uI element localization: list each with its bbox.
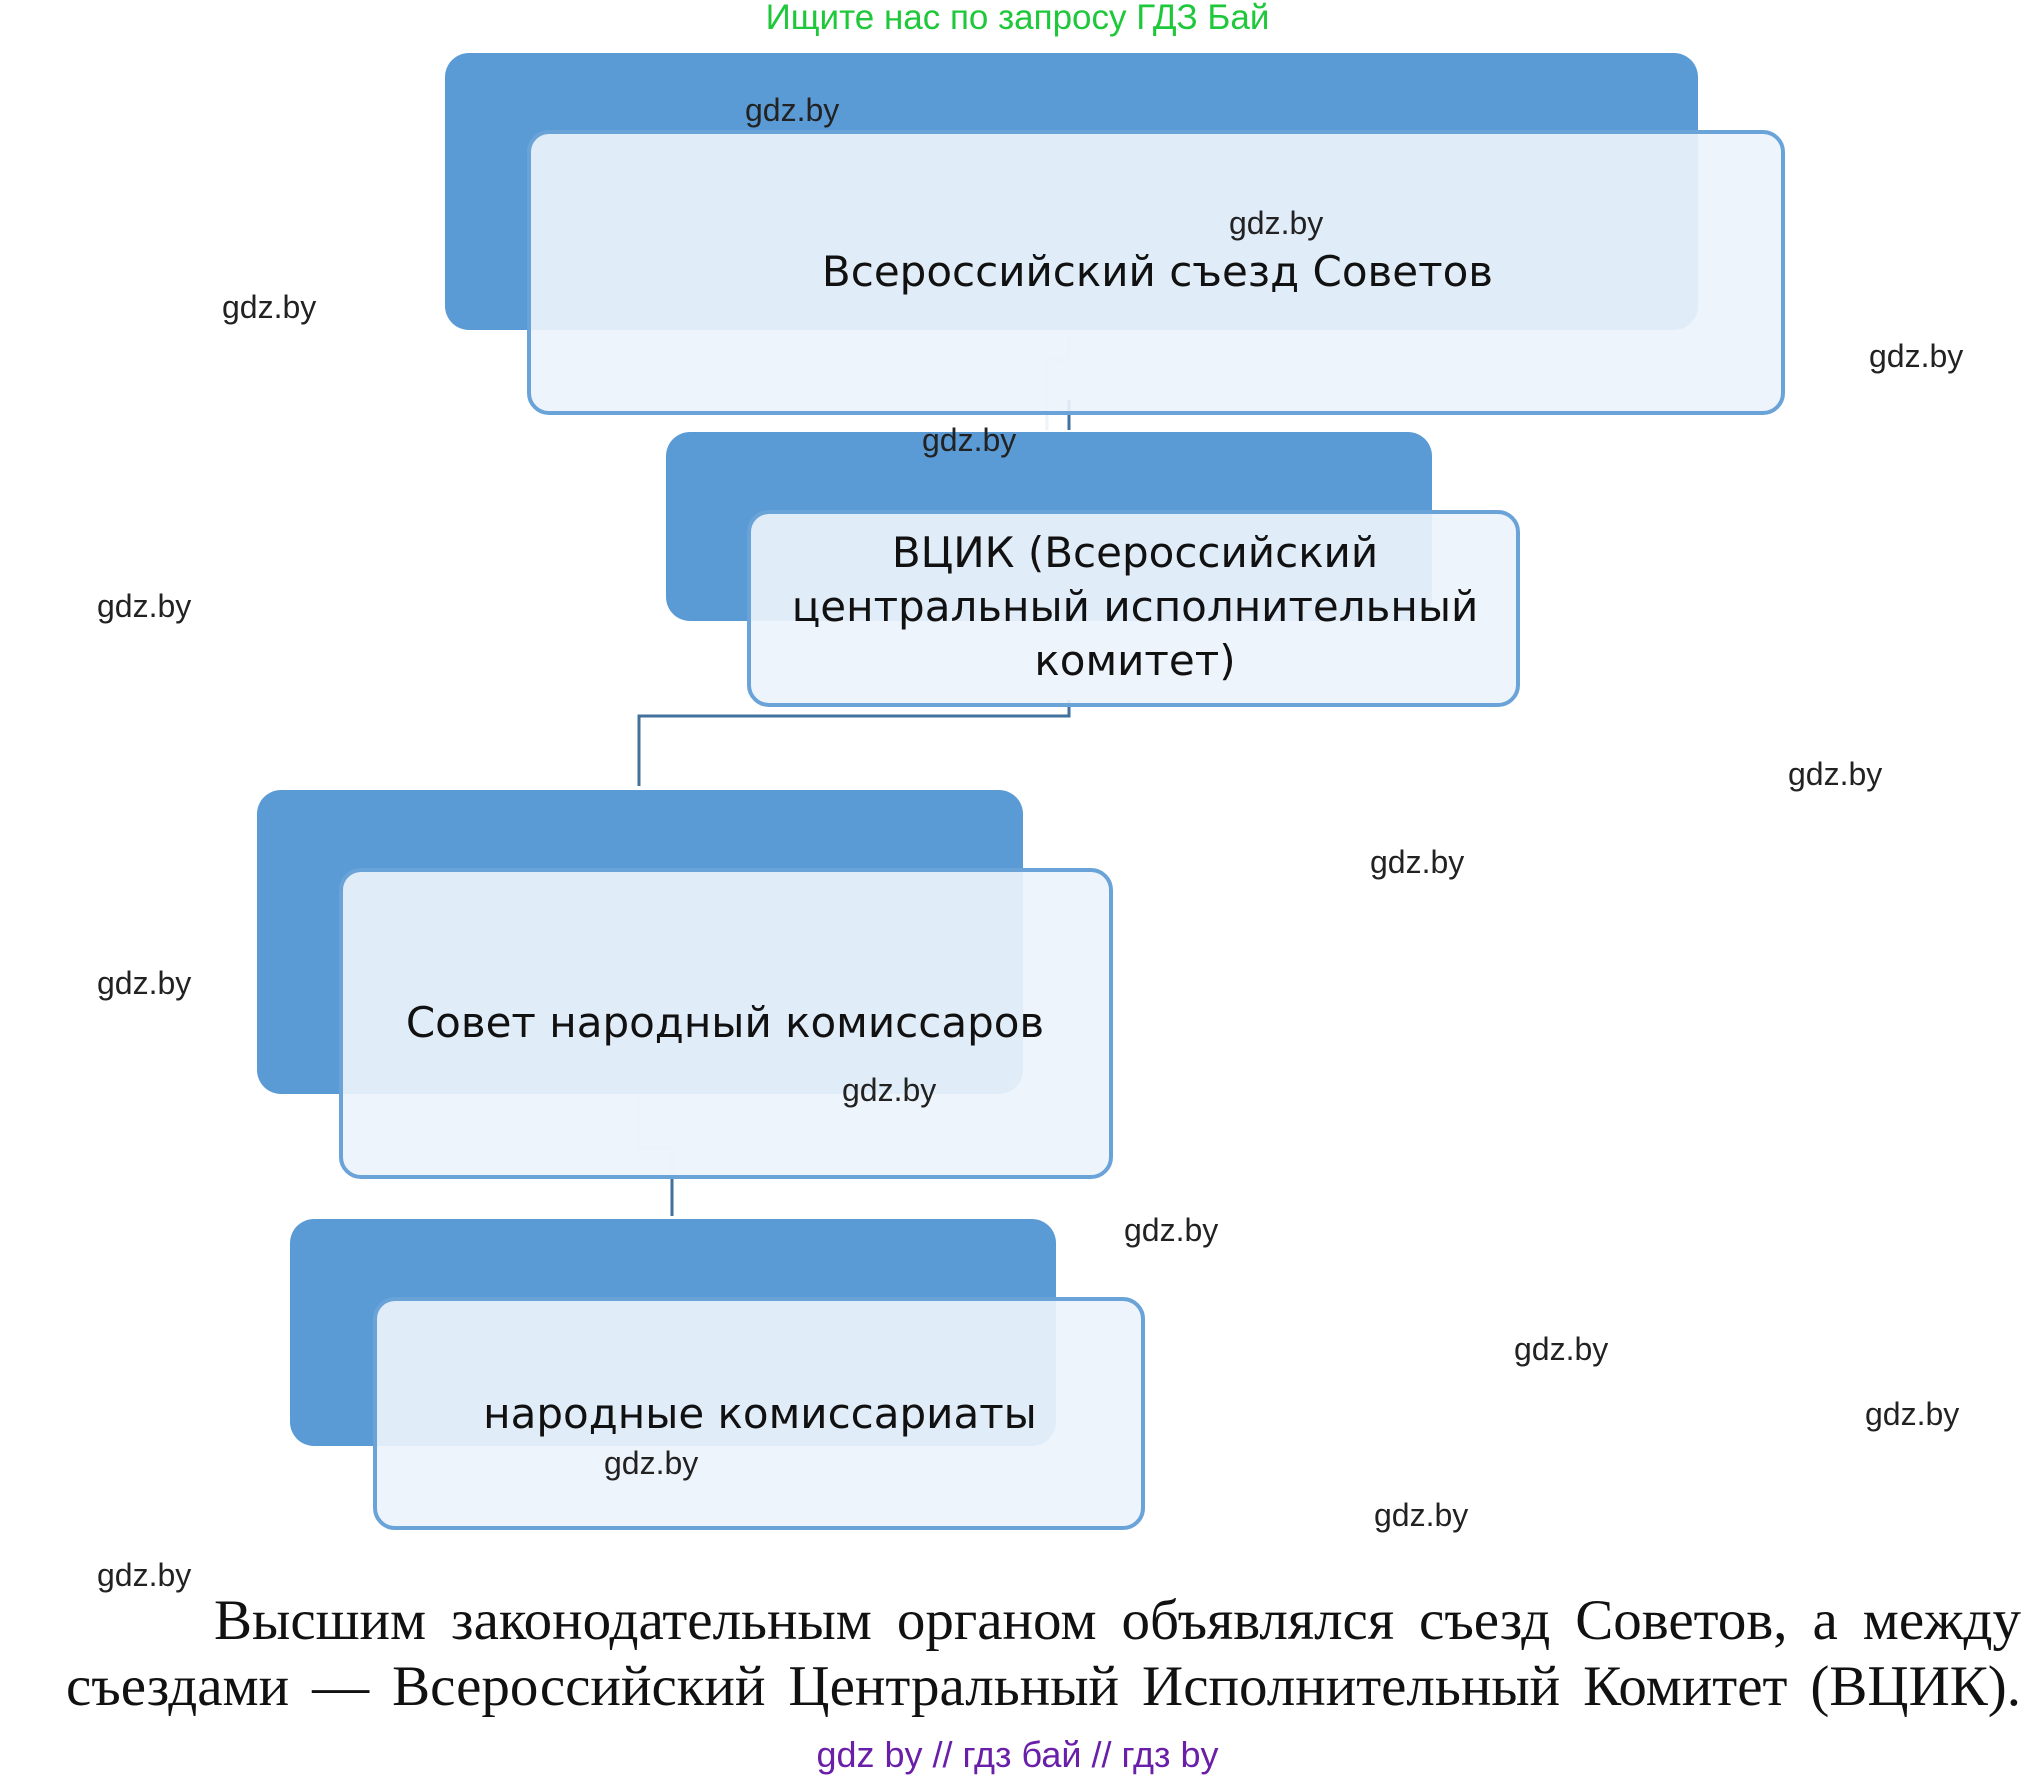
watermark: gdz.by xyxy=(1788,756,1883,792)
watermark: gdz.by xyxy=(922,422,1017,458)
watermark: gdz.by xyxy=(222,289,317,325)
watermark: gdz.by xyxy=(1865,1396,1960,1432)
watermark: gdz.by xyxy=(1229,205,1324,241)
watermark: gdz.by xyxy=(97,965,192,1001)
node-vtsik-box xyxy=(747,510,1520,707)
watermark: gdz.by xyxy=(97,588,192,624)
bottom-banner: gdz by // гдз бай // гдз by xyxy=(816,1734,1219,1775)
node-sovnarkom-label: Совет народный комиссаров xyxy=(405,998,1045,1047)
node-vtsik-label: ВЦИК (Всероссийский центральный исполнит… xyxy=(791,528,1479,685)
node-congress-box xyxy=(527,130,1785,415)
top-banner: Ищите нас по запросу ГДЗ Бай xyxy=(765,0,1270,37)
watermark: gdz.by xyxy=(97,1557,192,1593)
node-commissariats-label: народные комиссариаты xyxy=(483,1389,1037,1438)
watermark: gdz.by xyxy=(604,1445,699,1481)
watermark: gdz.by xyxy=(1869,338,1964,374)
node-commissariats-box xyxy=(373,1297,1145,1530)
watermark: gdz.by xyxy=(1374,1497,1469,1533)
cut-off-text-line xyxy=(218,1706,2018,1732)
node-sovnarkom-box xyxy=(339,868,1113,1179)
connector-vtsik-to-sovnarkom xyxy=(637,700,1071,786)
watermark: gdz.by xyxy=(745,92,840,128)
watermark: gdz.by xyxy=(842,1072,937,1108)
watermark: gdz.by xyxy=(1370,844,1465,880)
node-congress-label: Всероссийский съезд Советов xyxy=(821,247,1494,296)
body-paragraph: Высшим законодательным органом объявлялс… xyxy=(66,1589,2021,1718)
watermark: gdz.by xyxy=(1124,1212,1219,1248)
watermark: gdz.by xyxy=(1514,1331,1609,1367)
